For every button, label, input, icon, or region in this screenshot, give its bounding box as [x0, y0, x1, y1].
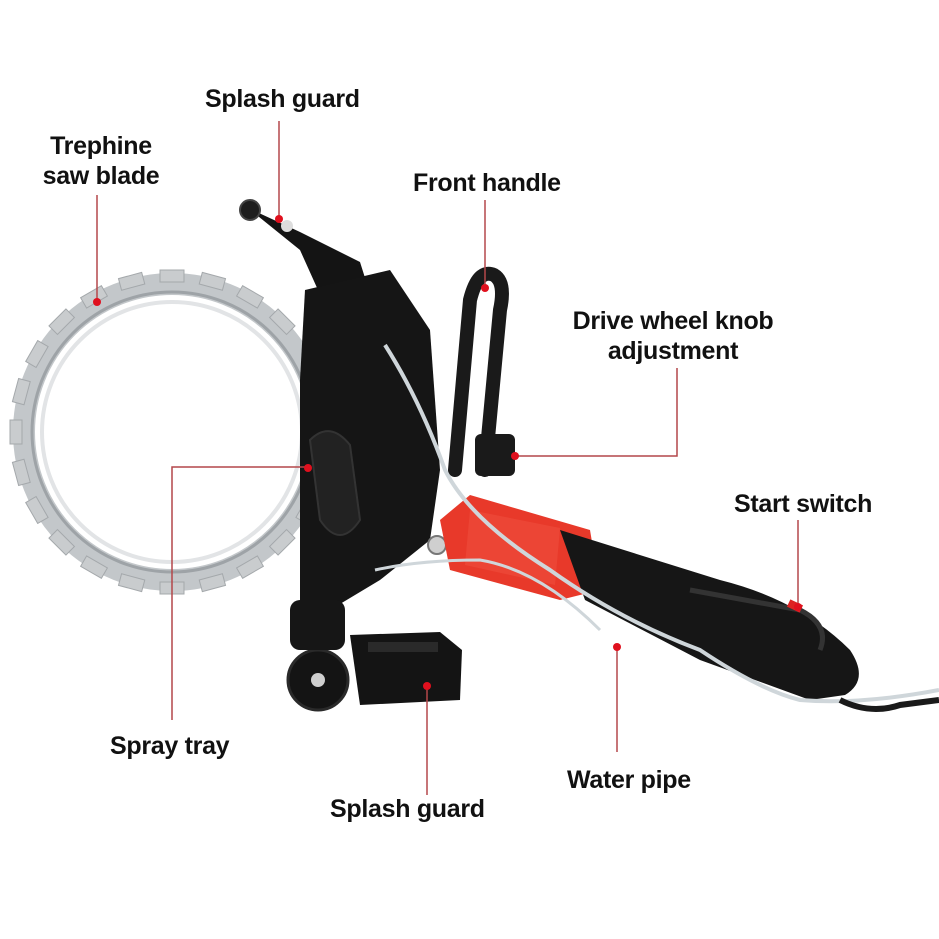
label-line-2: adjustment [607, 337, 739, 365]
callout-dots [93, 215, 802, 690]
label-trephine-saw-blade: Trephine saw blade [38, 131, 164, 191]
label-line-1: Trephine [50, 132, 152, 160]
label-splash-guard-bottom: Splash guard [330, 795, 485, 823]
label-start-switch: Start switch [734, 490, 873, 518]
label-splash-guard-top: Splash guard [205, 85, 360, 113]
label-line-1: Drive wheel knob [572, 307, 774, 335]
label-front-handle: Front handle [413, 169, 561, 197]
label-spray-tray: Spray tray [110, 732, 230, 760]
trephine-blade-graphic [9, 269, 331, 595]
label-drive-wheel-knob: Drive wheel knob adjustment [563, 306, 783, 366]
leader-lines [96, 121, 799, 795]
label-water-pipe: Water pipe [567, 766, 691, 794]
label-line-2: saw blade [42, 162, 160, 190]
